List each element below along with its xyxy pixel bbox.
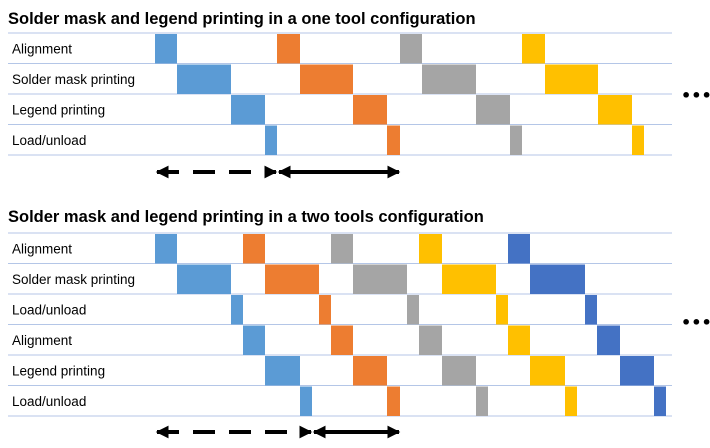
process-block-cycle5	[585, 295, 597, 325]
process-block-cycle5	[530, 264, 585, 294]
process-block-cycle3	[422, 64, 476, 94]
process-block-cycle5	[597, 325, 620, 355]
process-block-cycle5	[620, 356, 654, 386]
row-label: Load/unload	[12, 133, 86, 148]
process-block-cycle4	[530, 356, 565, 386]
row-label: Solder mask printing	[12, 272, 135, 287]
process-block-cycle2	[387, 386, 400, 416]
process-block-cycle4	[598, 95, 632, 125]
process-block-cycle4	[419, 234, 442, 264]
row-label: Load/unload	[12, 394, 86, 409]
process-block-cycle3	[510, 125, 522, 155]
process-block-cycle2	[265, 264, 319, 294]
row-label: Alignment	[12, 241, 72, 256]
process-block-cycle3	[353, 264, 407, 294]
process-block-cycle1	[243, 325, 265, 355]
process-block-cycle4	[522, 34, 545, 64]
process-block-cycle1	[177, 264, 231, 294]
continuation-ellipsis: •••	[681, 86, 710, 105]
process-block-cycle1	[231, 295, 243, 325]
row-label: Solder mask printing	[12, 72, 135, 87]
process-block-cycle2	[243, 234, 265, 264]
continuation-ellipsis: •••	[681, 313, 710, 332]
process-block-cycle3	[419, 325, 442, 355]
process-block-cycle4	[545, 64, 598, 94]
process-block-cycle5	[508, 234, 530, 264]
row-label: Alignment	[12, 333, 72, 348]
process-block-cycle1	[231, 95, 265, 125]
process-block-cycle2	[353, 356, 387, 386]
process-block-cycle3	[442, 356, 476, 386]
process-block-cycle2	[353, 95, 387, 125]
row-label: Load/unload	[12, 302, 86, 317]
section-title: Solder mask and legend printing in a one…	[8, 10, 476, 28]
row-label: Alignment	[12, 41, 72, 56]
process-block-cycle2	[387, 125, 400, 155]
process-block-cycle5	[654, 386, 666, 416]
process-block-cycle3	[476, 95, 510, 125]
process-block-cycle2	[331, 325, 353, 355]
process-block-cycle4	[565, 386, 577, 416]
process-block-cycle1	[177, 64, 231, 94]
process-block-cycle4	[496, 295, 508, 325]
process-block-cycle4	[508, 325, 530, 355]
process-block-cycle1	[300, 386, 312, 416]
process-block-cycle1	[265, 356, 300, 386]
process-block-cycle2	[277, 34, 300, 64]
row-label: Legend printing	[12, 363, 105, 378]
process-block-cycle1	[155, 34, 177, 64]
process-block-cycle3	[476, 386, 488, 416]
process-block-cycle1	[155, 234, 177, 264]
process-block-cycle3	[400, 34, 422, 64]
process-block-cycle3	[407, 295, 419, 325]
process-block-cycle2	[319, 295, 331, 325]
section-title: Solder mask and legend printing in a two…	[8, 208, 484, 226]
process-block-cycle4	[632, 125, 644, 155]
process-block-cycle2	[300, 64, 353, 94]
process-block-cycle3	[331, 234, 353, 264]
row-label: Legend printing	[12, 102, 105, 117]
process-block-cycle1	[265, 125, 277, 155]
process-block-cycle4	[442, 264, 496, 294]
